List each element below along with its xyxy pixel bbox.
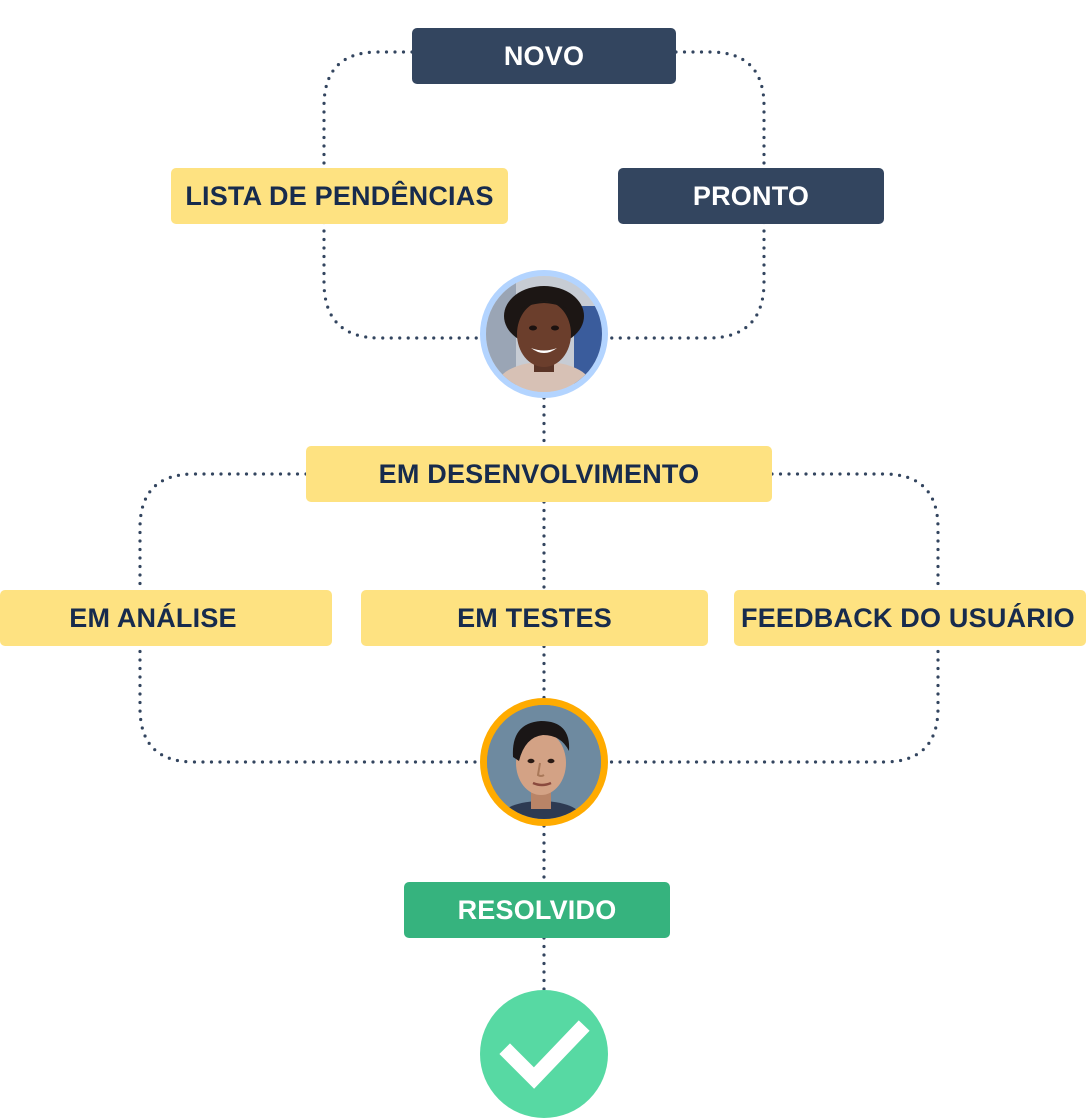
- status-em-analise-label: EM ANÁLISE: [69, 602, 237, 633]
- status-em-testes-label: EM TESTES: [457, 602, 612, 633]
- status-lista-de-pendencias-label: LISTA DE PENDÊNCIAS: [185, 180, 494, 211]
- man-avatar-icon: [480, 698, 608, 826]
- connector-novo-right: [606, 50, 766, 340]
- status-feedback-do-usuario[interactable]: FEEDBACK DO USUÁRIO: [734, 590, 1086, 646]
- checkmark-glyph: [499, 1020, 590, 1089]
- connector-novo-left: [322, 50, 482, 340]
- status-em-desenvolvimento[interactable]: EM DESENVOLVIMENTO: [306, 446, 772, 502]
- status-lista-de-pendencias[interactable]: LISTA DE PENDÊNCIAS: [171, 168, 508, 224]
- status-resolvido-label: RESOLVIDO: [457, 894, 617, 925]
- checkmark-icon: [480, 990, 608, 1118]
- status-em-analise[interactable]: EM ANÁLISE: [0, 590, 332, 646]
- woman-avatar-icon: [480, 270, 608, 398]
- status-feedback-do-usuario-label: FEEDBACK DO USUÁRIO: [741, 602, 1075, 633]
- status-novo-label: NOVO: [503, 40, 585, 71]
- status-pronto-label: PRONTO: [692, 180, 810, 211]
- status-pronto[interactable]: PRONTO: [618, 168, 884, 224]
- status-resolvido[interactable]: RESOLVIDO: [404, 882, 670, 938]
- status-em-testes[interactable]: EM TESTES: [361, 590, 708, 646]
- status-em-desenvolvimento-label: EM DESENVOLVIMENTO: [378, 458, 700, 489]
- status-novo[interactable]: NOVO: [412, 28, 676, 84]
